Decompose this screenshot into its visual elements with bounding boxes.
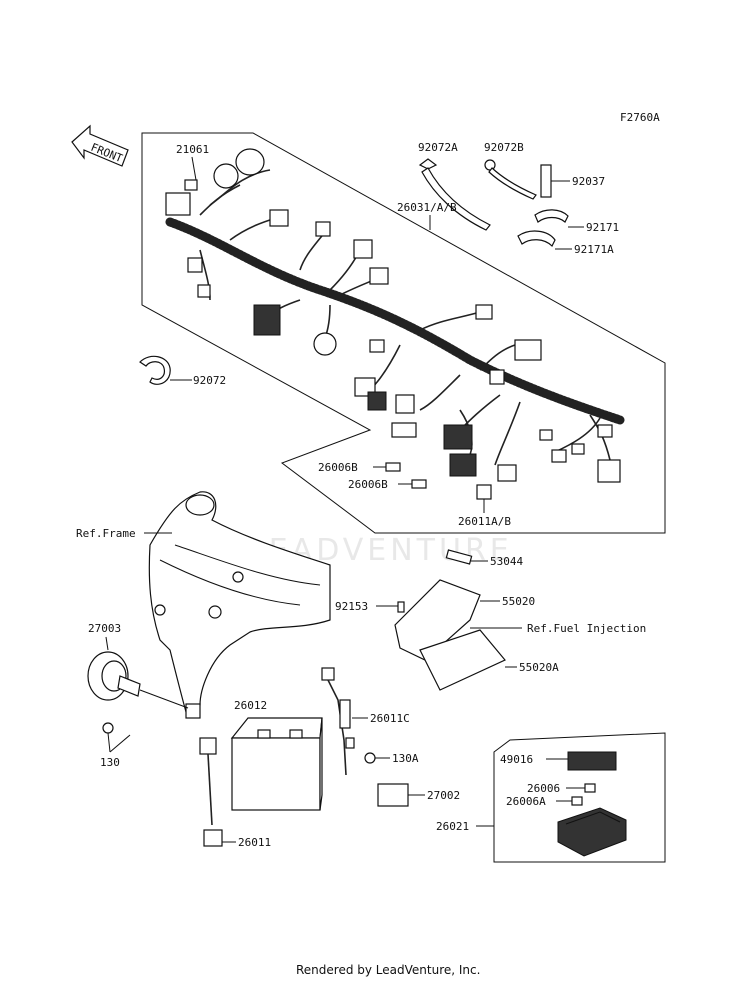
label-ref-fuel: Ref.Fuel Injection bbox=[527, 622, 646, 635]
bolt-92153 bbox=[397, 601, 405, 613]
label-21061: 21061 bbox=[176, 143, 209, 156]
fuse-26006b-1 bbox=[385, 462, 401, 472]
clamp-92072a bbox=[418, 158, 491, 231]
label-55020: 55020 bbox=[502, 595, 535, 608]
part-53044 bbox=[445, 549, 473, 565]
label-26021: 26021 bbox=[436, 820, 469, 833]
cover-49016 bbox=[567, 751, 617, 771]
relay-27002 bbox=[377, 783, 409, 807]
label-26006b-2: 26006B bbox=[348, 478, 388, 491]
label-26031: 26031/A/B bbox=[397, 201, 457, 214]
label-26012: 26012 bbox=[234, 699, 267, 712]
label-130a: 130A bbox=[392, 752, 419, 765]
label-92037: 92037 bbox=[572, 175, 605, 188]
label-26011c: 26011C bbox=[370, 712, 410, 725]
cable-26011c bbox=[321, 667, 355, 776]
label-26011ab: 26011A/B bbox=[458, 515, 511, 528]
label-26006b-1: 26006B bbox=[318, 461, 358, 474]
bolt-130 bbox=[102, 722, 114, 734]
relay-26011ab bbox=[476, 484, 492, 500]
battery-26012 bbox=[230, 717, 323, 811]
fuse-box-26021 bbox=[557, 807, 627, 857]
harness-boundary bbox=[141, 132, 666, 534]
bolt-130a bbox=[364, 752, 376, 764]
fuse-26006a bbox=[571, 796, 583, 806]
label-26006a: 26006A bbox=[506, 795, 546, 808]
label-26011: 26011 bbox=[238, 836, 271, 849]
clamp-92072b bbox=[484, 159, 537, 200]
label-53044: 53044 bbox=[490, 555, 523, 568]
clamp-92171a bbox=[517, 230, 556, 248]
footer-credit: Rendered by LeadVenture, Inc. bbox=[296, 963, 480, 977]
label-92153: 92153 bbox=[335, 600, 368, 613]
clamp-92171 bbox=[534, 209, 569, 223]
label-92072: 92072 bbox=[193, 374, 226, 387]
label-92072b: 92072B bbox=[484, 141, 524, 154]
label-130: 130 bbox=[100, 756, 120, 769]
cover-55020a bbox=[419, 629, 506, 691]
bracket-92037 bbox=[540, 164, 552, 198]
fuse-box-boundary bbox=[493, 732, 666, 863]
diagram-code: F2760A bbox=[620, 111, 660, 124]
cable-26011 bbox=[199, 737, 223, 847]
front-arrow-icon: FRONT bbox=[71, 124, 129, 167]
fuse-26006 bbox=[584, 783, 596, 793]
label-92171: 92171 bbox=[586, 221, 619, 234]
label-26006: 26006 bbox=[527, 782, 560, 795]
label-27002: 27002 bbox=[427, 789, 460, 802]
label-27003: 27003 bbox=[88, 622, 121, 635]
label-55020a: 55020A bbox=[519, 661, 559, 674]
ecu-55020 bbox=[394, 579, 481, 661]
label-92072a: 92072A bbox=[418, 141, 458, 154]
label-92171a: 92171A bbox=[574, 243, 614, 256]
cable-tie-92072 bbox=[139, 355, 171, 385]
label-49016: 49016 bbox=[500, 753, 533, 766]
horn-27003 bbox=[87, 651, 141, 701]
frame-drawing bbox=[148, 491, 331, 719]
fuse-26006b-2 bbox=[411, 479, 427, 489]
main-wiring-harness bbox=[165, 148, 625, 483]
label-ref-frame: Ref.Frame bbox=[76, 527, 136, 540]
